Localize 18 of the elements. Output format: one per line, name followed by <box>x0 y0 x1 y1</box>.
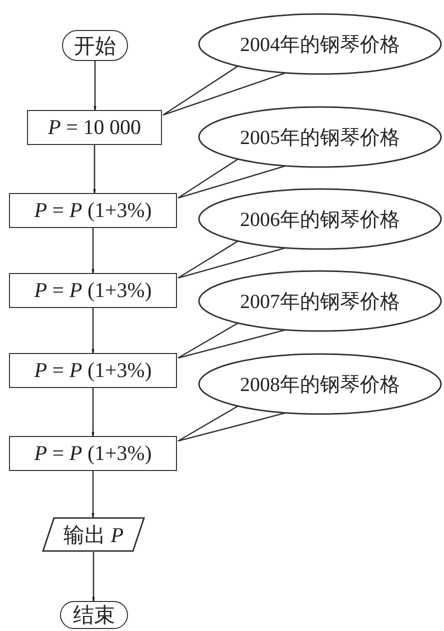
process-box: P = P (1+3%) <box>9 353 177 388</box>
process-box: P = 10 000 <box>27 110 162 145</box>
speech-bubble: 2007年的钢琴价格 <box>198 270 442 332</box>
process-box: P = P (1+3%) <box>9 273 177 308</box>
callout-tail <box>177 158 287 199</box>
output-parallelogram: 输出 P <box>42 517 145 552</box>
speech-bubble: 2006年的钢琴价格 <box>198 188 442 250</box>
callout-tail <box>162 65 287 116</box>
speech-bubble: 2008年的钢琴价格 <box>198 353 442 415</box>
terminal-box: 开始 <box>62 30 128 61</box>
callout-tail <box>177 240 287 279</box>
speech-bubble: 2004年的钢琴价格 <box>198 13 442 75</box>
process-box: P = P (1+3%) <box>9 436 177 471</box>
terminal-box: 结束 <box>60 601 128 629</box>
callout-tail <box>177 405 287 442</box>
process-box: P = P (1+3%) <box>9 193 177 228</box>
callout-tail <box>177 322 287 359</box>
speech-bubble: 2005年的钢琴价格 <box>198 106 442 168</box>
